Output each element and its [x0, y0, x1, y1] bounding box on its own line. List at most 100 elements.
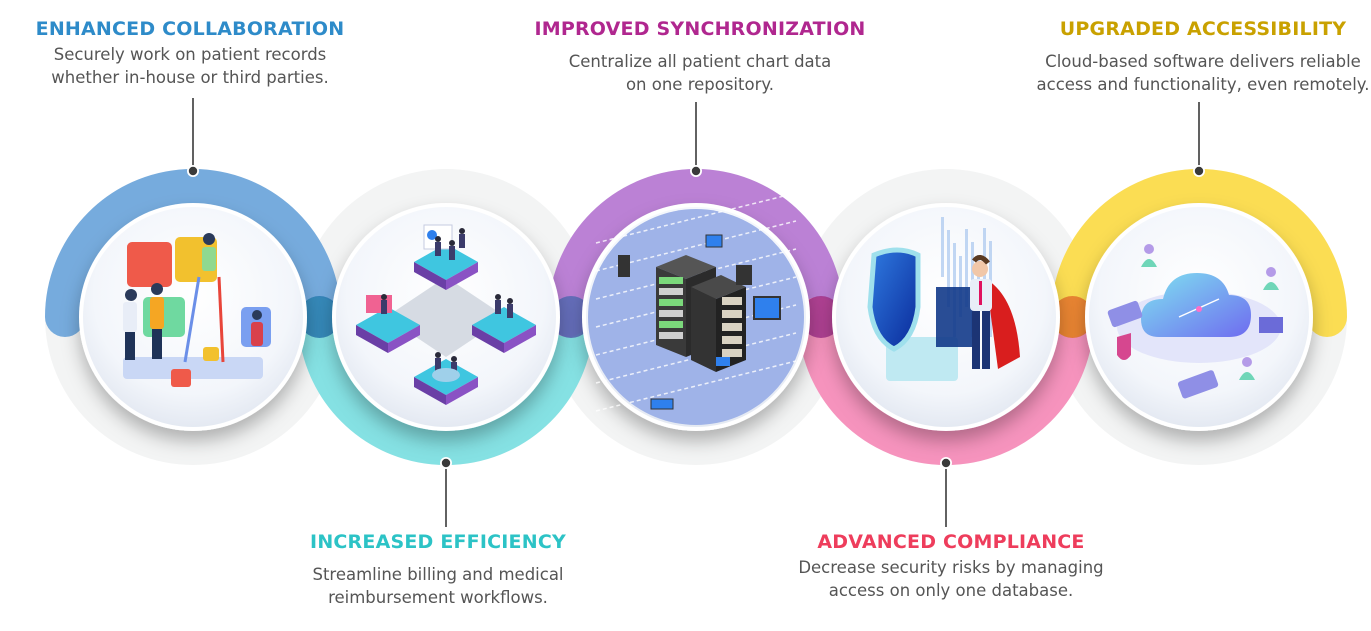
step-description-line: Securely work on patient records — [53, 45, 327, 64]
person-body — [123, 302, 137, 332]
server-slot — [659, 332, 683, 339]
step-title: IMPROVED SYNCHRONIZATION — [534, 18, 866, 40]
person-head — [125, 289, 137, 301]
server2-left — [691, 287, 716, 372]
step-collaboration-label: ENHANCED COLLABORATION Securely work on … — [0, 18, 390, 89]
user-head — [1266, 267, 1276, 277]
person-body — [202, 247, 216, 271]
server2-slot — [722, 323, 742, 331]
connector-dot — [941, 458, 951, 468]
person-head — [381, 294, 387, 300]
hero-head — [972, 261, 988, 277]
step-title: ADVANCED COMPLIANCE — [817, 531, 1085, 553]
arc-joint — [550, 296, 592, 338]
ladder-left — [183, 276, 201, 363]
person-head — [203, 233, 215, 245]
cloud-node — [1196, 306, 1202, 312]
step-illustration-synchronization — [582, 192, 810, 431]
person-body — [451, 362, 457, 376]
server2-slot — [722, 336, 742, 344]
step-description-line: access on only one database. — [828, 581, 1074, 600]
person-legs — [152, 329, 162, 359]
step-synchronization-label: IMPROVED SYNCHRONIZATION Centralize all … — [500, 18, 900, 96]
network-line — [595, 248, 797, 300]
phone — [716, 357, 730, 366]
code-column — [941, 217, 944, 277]
puzzle-piece-floor — [171, 369, 191, 387]
step-description-line: Centralize all patient chart data — [568, 52, 832, 71]
step-description-line: whether in-house or third parties. — [51, 68, 329, 87]
user-body — [1263, 282, 1279, 290]
person-body — [435, 358, 441, 372]
person-body — [435, 242, 441, 256]
step-accessibility-label: UPGRADED ACCESSIBILITY Cloud-based softw… — [1003, 18, 1371, 96]
code-column — [959, 256, 962, 317]
step-title: INCREASED EFFICIENCY — [310, 531, 566, 553]
person-body — [150, 297, 164, 329]
bottom-platform-side — [446, 377, 478, 405]
step-arc-efficiency — [298, 297, 594, 465]
network-line — [595, 276, 797, 328]
server2-slot — [722, 310, 742, 318]
laptop-screen — [366, 295, 392, 313]
hero-tie — [979, 281, 982, 305]
network-line — [595, 220, 797, 272]
step-arc-accessibility — [1051, 169, 1347, 337]
connector-dot — [188, 166, 198, 176]
server2-slot — [722, 349, 742, 357]
arc-joint — [1051, 296, 1094, 338]
laptop-base — [886, 337, 958, 381]
server-slot — [659, 299, 683, 306]
person-body — [507, 304, 513, 318]
arc-joint — [298, 296, 341, 338]
isometric-workflow-icon — [356, 224, 536, 405]
monitor — [753, 296, 781, 320]
server2-top — [691, 275, 746, 299]
step-illustration-accessibility — [1085, 203, 1313, 431]
connector-dot — [1194, 166, 1204, 176]
meeting-table — [432, 368, 460, 382]
person-body — [251, 322, 263, 346]
network-line — [595, 360, 797, 412]
person-head — [451, 356, 457, 362]
left-platform-side — [388, 325, 420, 353]
person-legs — [125, 332, 135, 360]
user-head — [1242, 357, 1252, 367]
person-head — [151, 283, 163, 295]
step-description-line: on one repository. — [625, 75, 775, 94]
arc-joint — [800, 296, 842, 338]
hero-hair — [972, 255, 990, 265]
puzzle-piece-small — [203, 347, 219, 361]
top-platform-side — [414, 262, 446, 290]
person-head — [252, 310, 262, 320]
puzzle-piece-red — [127, 242, 172, 287]
step-illustration-compliance — [832, 203, 1060, 431]
code-column — [947, 230, 950, 307]
laptop-small — [1259, 317, 1283, 333]
hero-leg — [982, 311, 990, 369]
step-arc-synchronization — [548, 169, 844, 337]
bottom-platform-side — [414, 377, 446, 405]
phone-device — [1107, 300, 1143, 328]
cloud — [1141, 273, 1251, 337]
user-body — [1141, 259, 1157, 267]
right-platform-side — [472, 325, 504, 353]
step-description-line: Cloud-based software delivers reliable — [1045, 52, 1361, 71]
network-line — [595, 192, 797, 244]
person-head — [435, 236, 441, 242]
shield — [867, 247, 921, 352]
donut-chart — [427, 230, 437, 240]
user-head — [1144, 244, 1154, 254]
ladder-right — [217, 276, 225, 363]
server-slot — [659, 310, 683, 317]
step-description-line: Decrease security risks by managing — [798, 558, 1104, 577]
user-body — [1239, 372, 1255, 380]
hero-leg — [972, 311, 980, 369]
step-efficiency-label: INCREASED EFFICIENCY Streamline billing … — [238, 531, 638, 609]
pc-tower-left — [618, 255, 630, 277]
step-illustration-collaboration — [79, 203, 307, 431]
cape — [986, 279, 1020, 369]
step-description-line: reimbursement workflows. — [328, 588, 548, 607]
